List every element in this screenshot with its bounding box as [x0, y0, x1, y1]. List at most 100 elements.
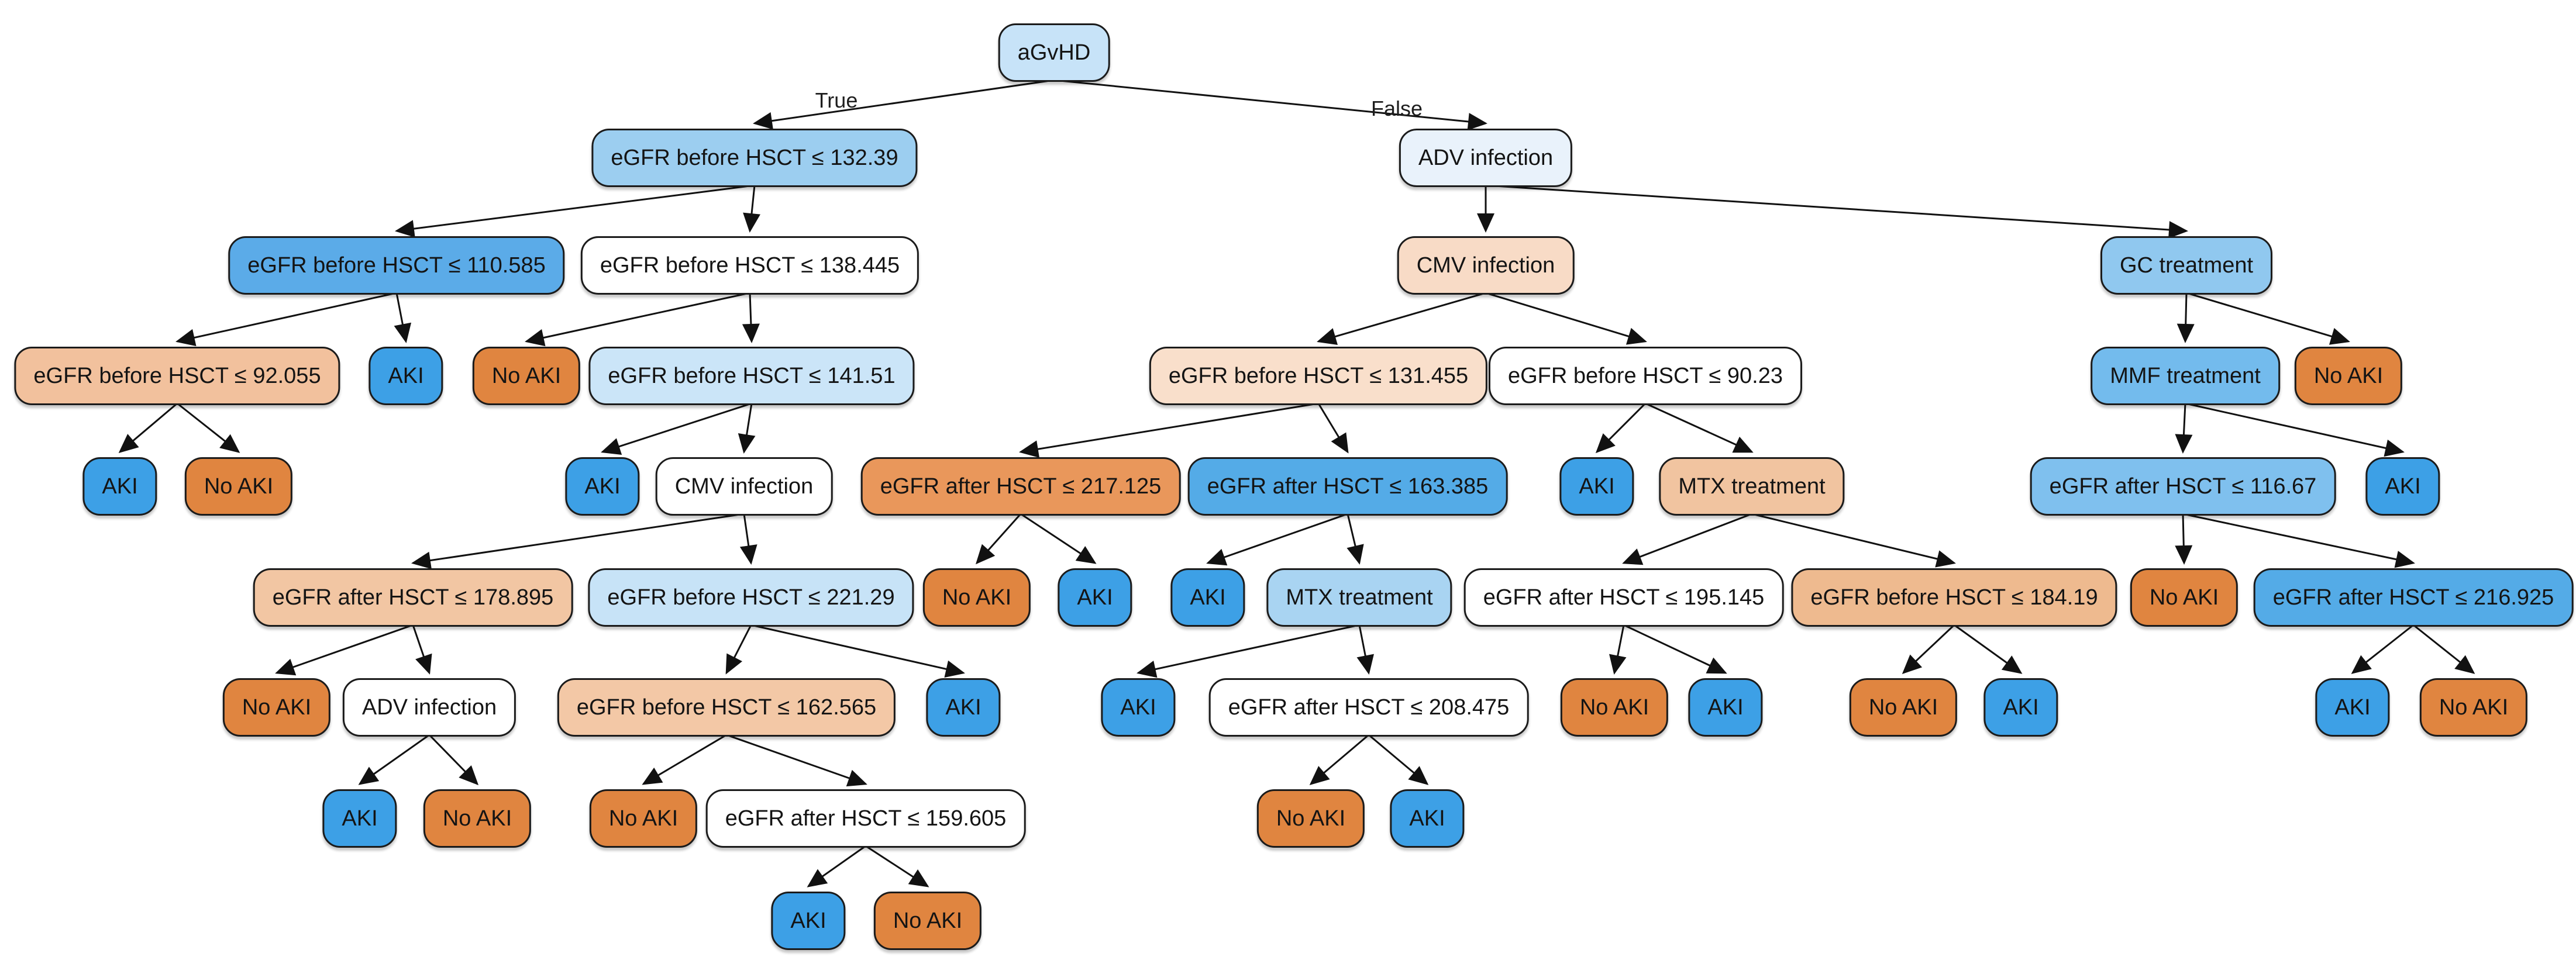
decision-node-egfr-b-13239: eGFR before HSCT ≤ 132.39	[591, 129, 918, 187]
leaf-node-noaki-12: No AKI	[1256, 789, 1365, 848]
decision-node-egfr-a-11667: eGFR after HSCT ≤ 116.67	[2030, 457, 2336, 516]
edge-mmf-treatment-aki-5	[2185, 402, 2405, 457]
edge-egfr-b-110585-aki-1	[394, 292, 412, 343]
decision-node-egfr-b-22129: eGFR before HSCT ≤ 221.29	[588, 568, 914, 627]
edge-label-false: False	[1370, 96, 1423, 120]
leaf-node-aki-8: AKI	[926, 678, 1001, 737]
edge-gc-treatment-mmf-treatment	[2176, 292, 2195, 343]
decision-node-egfr-a-195145: eGFR after HSCT ≤ 195.145	[1463, 568, 1784, 627]
decision-node-mtx-treatment-1: MTX treatment	[1659, 457, 1845, 516]
edge-egfr-b-92055-noaki-3	[177, 402, 240, 453]
edge-egfr-a-217125-aki-6	[1020, 513, 1097, 564]
decision-node-egfr-b-92055: eGFR before HSCT ≤ 92.055	[14, 347, 340, 405]
edge-egfr-a-195145-aki-10	[1623, 624, 1727, 674]
edge-egfr-a-163385-aki-7	[1206, 513, 1348, 566]
decision-node-egfr-b-9023: eGFR before HSCT ≤ 90.23	[1488, 347, 1803, 405]
leaf-node-aki-1: AKI	[369, 347, 443, 405]
edge-mtx-treatment-1-egfr-b-18419	[1751, 513, 1956, 568]
edge-egfr-b-131455-egfr-a-217125	[1019, 402, 1319, 458]
leaf-node-aki-14: AKI	[1390, 789, 1465, 848]
edge-egfr-b-162565-egfr-a-159605	[726, 734, 867, 787]
leaf-node-noaki-10: No AKI	[423, 789, 532, 848]
edge-mmf-treatment-egfr-a-11667	[2175, 403, 2193, 454]
leaf-node-aki-2: AKI	[82, 457, 157, 516]
leaf-node-noaki-7: No AKI	[1560, 678, 1669, 737]
edge-egfr-b-13239-egfr-b-110585	[395, 184, 755, 238]
decision-node-egfr-a-216925: eGFR after HSCT ≤ 216.925	[2253, 568, 2574, 627]
edge-egfr-b-18419-aki-11	[1954, 624, 2023, 674]
edge-egfr-b-22129-egfr-b-162565	[725, 624, 752, 675]
edge-cmv-infection-1-egfr-b-9023	[1485, 292, 1647, 345]
leaf-node-noaki-13: No AKI	[873, 892, 982, 950]
decision-node-egfr-b-14151: eGFR before HSCT ≤ 141.51	[588, 347, 915, 405]
decision-node-egfr-b-138445: eGFR before HSCT ≤ 138.445	[580, 236, 919, 295]
decision-node-egfr-a-217125: eGFR after HSCT ≤ 217.125	[860, 457, 1181, 516]
decision-node-agvhd: aGvHD	[998, 23, 1110, 82]
edge-egfr-b-131455-egfr-a-163385	[1317, 403, 1349, 454]
leaf-node-aki-10: AKI	[1688, 678, 1763, 737]
decision-node-cmv-infection-2: CMV infection	[655, 457, 833, 516]
edge-egfr-a-208475-noaki-12	[1309, 734, 1369, 785]
leaf-node-noaki-2: No AKI	[2294, 347, 2403, 405]
edge-egfr-a-216925-aki-12	[2351, 624, 2414, 674]
edge-label-true: True	[815, 88, 858, 112]
edge-egfr-a-217125-noaki-4	[976, 513, 1022, 565]
edge-adv-infection-2-noaki-10	[428, 734, 479, 786]
edge-adv-infection-2-aki-13	[358, 734, 430, 785]
decision-node-egfr-b-162565: eGFR before HSCT ≤ 162.565	[557, 678, 896, 737]
edge-egfr-a-195145-noaki-7	[1609, 624, 1627, 675]
edge-egfr-b-18419-noaki-8	[1902, 624, 1955, 675]
edge-egfr-a-178895-adv-infection-2	[412, 624, 432, 675]
leaf-node-aki-7: AKI	[1170, 568, 1245, 627]
edge-agvhd-egfr-b-13239	[753, 79, 1055, 130]
leaf-node-aki-11: AKI	[1983, 678, 2058, 737]
edge-adv-infection-1-gc-treatment	[1485, 184, 2188, 239]
edge-egfr-b-14151-cmv-infection-2	[738, 403, 756, 454]
edge-egfr-a-216925-noaki-9	[2413, 624, 2475, 674]
edge-egfr-b-138445-noaki-1	[525, 292, 750, 347]
decision-node-adv-infection-2: ADV infection	[342, 678, 516, 737]
edge-egfr-a-163385-mtx-treatment-2	[1346, 513, 1364, 565]
edge-agvhd-adv-infection-1	[1053, 79, 1487, 130]
decision-node-egfr-b-18419: eGFR before HSCT ≤ 184.19	[1791, 568, 2117, 627]
decision-node-egfr-a-178895: eGFR after HSCT ≤ 178.895	[253, 568, 573, 627]
leaf-node-aki-4: AKI	[1559, 457, 1634, 516]
edge-cmv-infection-2-egfr-b-22129	[739, 513, 757, 565]
leaf-node-noaki-8: No AKI	[1849, 678, 1958, 737]
edge-cmv-infection-2-egfr-a-178895	[411, 513, 745, 569]
edge-mtx-treatment-2-egfr-a-208475	[1356, 624, 1374, 675]
edge-egfr-b-138445-egfr-b-14151	[742, 292, 760, 343]
edge-egfr-a-178895-noaki-6	[275, 624, 414, 676]
edge-egfr-a-208475-aki-14	[1368, 734, 1429, 785]
decision-node-adv-infection-1: ADV infection	[1399, 129, 1573, 187]
edge-egfr-a-159605-aki-15	[807, 845, 866, 887]
edge-egfr-b-9023-mtx-treatment-1	[1645, 402, 1754, 453]
edge-mtx-treatment-2-aki-9	[1137, 624, 1360, 678]
decision-node-egfr-b-131455: eGFR before HSCT ≤ 131.455	[1149, 347, 1488, 405]
edge-egfr-b-22129-aki-8	[750, 624, 965, 678]
leaf-node-noaki-5: No AKI	[2130, 568, 2238, 627]
edge-egfr-a-159605-noaki-13	[865, 845, 929, 887]
edge-egfr-b-162565-noaki-11	[642, 734, 727, 785]
edge-cmv-infection-1-egfr-b-131455	[1317, 292, 1486, 346]
decision-node-gc-treatment: GC treatment	[2100, 236, 2273, 295]
leaf-node-noaki-11: No AKI	[589, 789, 698, 848]
leaf-node-aki-13: AKI	[322, 789, 397, 848]
decision-node-cmv-infection-1: CMV infection	[1397, 236, 1575, 295]
decision-node-mtx-treatment-2: MTX treatment	[1266, 568, 1452, 627]
edge-egfr-b-14151-aki-3	[601, 402, 752, 455]
edge-egfr-a-11667-noaki-5	[2175, 513, 2193, 565]
decision-node-egfr-a-163385: eGFR after HSCT ≤ 163.385	[1187, 457, 1508, 516]
leaf-node-aki-12: AKI	[2315, 678, 2390, 737]
edge-egfr-b-13239-egfr-b-138445	[743, 185, 760, 233]
decision-node-egfr-a-208475: eGFR after HSCT ≤ 208.475	[1208, 678, 1529, 737]
edge-egfr-b-9023-aki-4	[1595, 402, 1647, 454]
edge-egfr-b-110585-egfr-b-92055	[175, 292, 397, 347]
edge-egfr-b-92055-aki-2	[118, 402, 178, 453]
edge-mtx-treatment-1-egfr-a-195145	[1622, 513, 1752, 565]
edge-egfr-a-11667-egfr-a-216925	[2182, 513, 2415, 568]
leaf-node-aki-6: AKI	[1058, 568, 1132, 627]
leaf-node-noaki-9: No AKI	[2419, 678, 2528, 737]
